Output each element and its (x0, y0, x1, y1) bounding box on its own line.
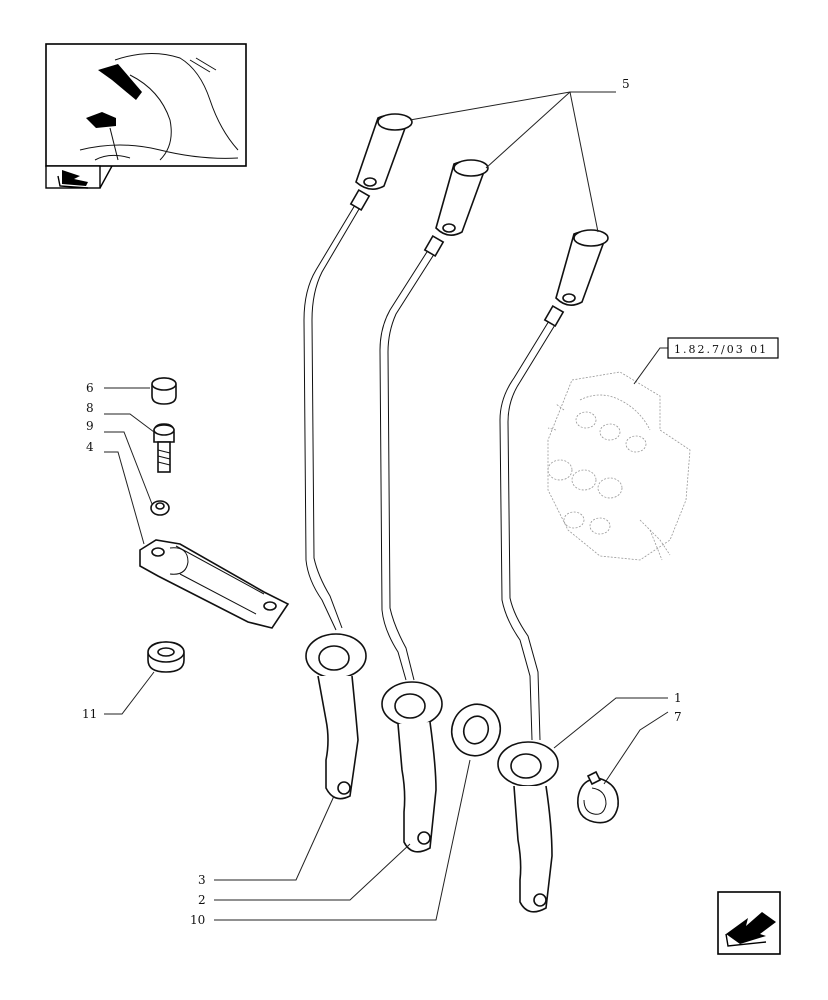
callout-10: 10 (190, 913, 205, 927)
washer-9 (150, 500, 170, 516)
bushing-11 (147, 641, 185, 673)
leader-lines (104, 91, 669, 921)
callout-8: 8 (86, 401, 94, 415)
washer-10 (450, 703, 502, 757)
callout-3: 3 (198, 873, 206, 887)
nut-6 (151, 377, 177, 405)
callout-6: 6 (86, 381, 94, 395)
callout-1: 1 (674, 691, 682, 705)
reference-box-text: 1.82.7/03 01 (674, 343, 768, 356)
circlip-7 (577, 770, 619, 824)
callout-2: 2 (198, 893, 206, 907)
callout-4: 4 (86, 440, 94, 454)
reference-link[interactable]: 1.82.7/03 01 (667, 337, 779, 359)
callout-7: 7 (674, 710, 682, 724)
callout-11: 11 (82, 707, 97, 721)
callout-5: 5 (622, 77, 630, 91)
lever-right (497, 229, 609, 913)
thumbnail-inset (45, 43, 247, 189)
bolt-8 (153, 423, 175, 473)
book-arrow-icon (62, 170, 88, 186)
bracket-4 (139, 539, 290, 629)
next-page-arrow-icon[interactable] (717, 891, 781, 955)
lever-left (303, 113, 413, 800)
callout-9: 9 (86, 419, 94, 433)
lever-middle (379, 159, 489, 853)
control-valve-ghost (547, 371, 691, 561)
